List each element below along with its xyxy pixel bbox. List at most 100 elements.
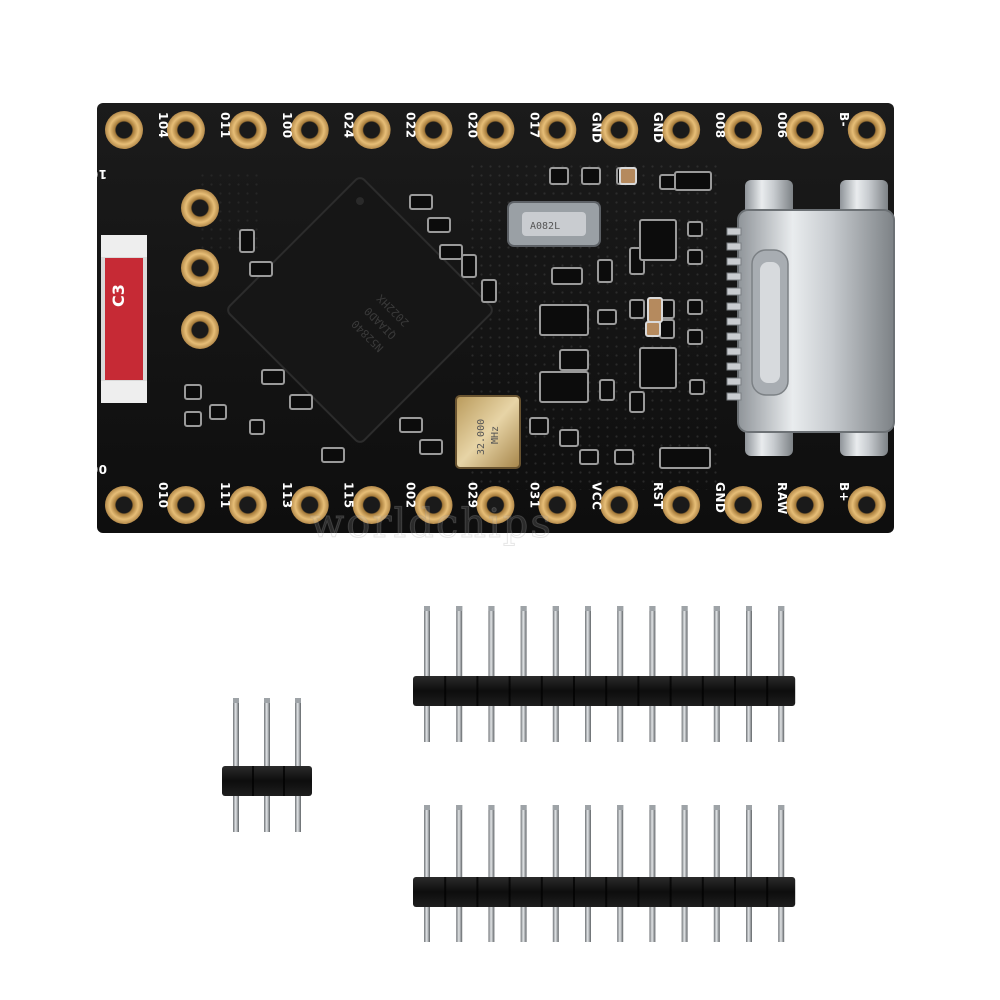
header-seam bbox=[669, 676, 672, 706]
pin-pad bbox=[600, 111, 639, 149]
pin-label: 022 bbox=[404, 112, 418, 139]
smd-part bbox=[529, 417, 549, 435]
header-pin-tip bbox=[778, 805, 785, 810]
header-seam bbox=[605, 877, 608, 907]
header-pin-tip bbox=[520, 805, 527, 810]
header-pin bbox=[681, 606, 688, 742]
smd-part bbox=[184, 384, 202, 400]
pin-pad bbox=[228, 486, 267, 524]
smd-part bbox=[639, 347, 677, 389]
small-crystal: A082L bbox=[507, 201, 601, 247]
fuse-label: C3 bbox=[109, 284, 128, 307]
header-body bbox=[222, 766, 312, 796]
smd-part bbox=[689, 379, 705, 395]
pin-pad bbox=[352, 486, 391, 524]
pin-pad bbox=[662, 486, 701, 524]
pin-label: 111 bbox=[218, 482, 232, 509]
header-seam bbox=[508, 877, 511, 907]
pin-label: RAW bbox=[775, 482, 789, 515]
smd-part bbox=[639, 219, 677, 261]
pin-pad bbox=[785, 486, 824, 524]
smd-part bbox=[539, 304, 589, 336]
top-pin-pads bbox=[105, 111, 886, 149]
pin-label: 011 bbox=[218, 112, 232, 139]
header-pin bbox=[233, 698, 239, 832]
smd-part bbox=[629, 391, 645, 413]
header-pin-tip bbox=[585, 606, 591, 611]
header-pin bbox=[617, 805, 624, 942]
header-pin bbox=[424, 606, 430, 742]
pin-pad bbox=[105, 111, 143, 149]
side-label-top: 106 bbox=[80, 167, 107, 181]
header-pin-tip bbox=[295, 698, 301, 703]
large-crystal: 32.000 MHz bbox=[455, 395, 521, 469]
pin-pad bbox=[290, 486, 329, 524]
smd-part bbox=[249, 419, 265, 435]
smd-part bbox=[687, 299, 703, 315]
pin-label: 024 bbox=[342, 112, 356, 139]
smd-part bbox=[597, 309, 617, 325]
header-seam bbox=[637, 877, 640, 907]
smd-part bbox=[687, 329, 703, 345]
header-pin bbox=[488, 606, 495, 742]
pin-pad bbox=[228, 111, 267, 149]
usb-finger bbox=[726, 242, 742, 251]
left-pin-pads bbox=[181, 189, 219, 349]
header-seam bbox=[252, 766, 254, 796]
smd-part bbox=[239, 229, 255, 253]
usb-finger bbox=[726, 317, 742, 326]
header-pin bbox=[778, 606, 785, 742]
usb-finger bbox=[726, 347, 742, 356]
pin-pad bbox=[724, 486, 762, 524]
header-seam bbox=[734, 676, 736, 706]
header-seam bbox=[508, 676, 511, 706]
header-pin bbox=[649, 606, 656, 742]
header-pin bbox=[713, 606, 720, 742]
usb-finger bbox=[726, 302, 742, 311]
header-pin-tip bbox=[617, 805, 624, 810]
smd-part bbox=[461, 254, 477, 278]
header-seam bbox=[476, 676, 479, 706]
header-pin bbox=[713, 805, 720, 942]
usb-finger bbox=[726, 362, 742, 371]
smd-part bbox=[614, 449, 634, 465]
pin-pad bbox=[538, 111, 577, 149]
pin-label: 031 bbox=[527, 482, 541, 509]
pin-label: GND bbox=[651, 112, 665, 143]
header-pin-tip bbox=[456, 606, 463, 611]
pin-label: 002 bbox=[404, 482, 418, 509]
pin-label: 113 bbox=[280, 482, 294, 509]
header-pin bbox=[552, 805, 559, 942]
smd-part bbox=[184, 411, 202, 427]
header-pin-tip bbox=[713, 606, 720, 611]
pin-label: 029 bbox=[465, 482, 479, 509]
pin-label: RST bbox=[651, 482, 665, 510]
pin-label: 104 bbox=[156, 112, 170, 139]
smd-part bbox=[409, 194, 433, 210]
header-pin bbox=[585, 805, 591, 942]
pin-label: VCC bbox=[589, 482, 603, 510]
smd-part bbox=[559, 349, 589, 371]
pin-label: B+ bbox=[837, 482, 851, 502]
header-seam bbox=[669, 877, 672, 907]
header-pin-tip bbox=[746, 805, 752, 810]
pin-label: 115 bbox=[342, 482, 356, 509]
smd-part bbox=[597, 259, 613, 283]
pin-pad bbox=[181, 311, 219, 349]
smd-capacitor bbox=[647, 297, 663, 323]
pin-pad bbox=[476, 111, 515, 149]
header-pin bbox=[585, 606, 591, 742]
smd-part bbox=[289, 394, 313, 410]
header-seam bbox=[637, 676, 640, 706]
smd-part bbox=[399, 417, 423, 433]
usb-finger bbox=[726, 287, 742, 296]
pin-pad bbox=[600, 486, 639, 524]
header-pin bbox=[424, 805, 430, 942]
pin-label: 006 bbox=[775, 112, 789, 139]
smd-components bbox=[184, 167, 712, 469]
header-body bbox=[413, 877, 796, 907]
header-pin bbox=[617, 606, 624, 742]
pin-pad bbox=[476, 486, 515, 524]
header-seam bbox=[766, 877, 769, 907]
